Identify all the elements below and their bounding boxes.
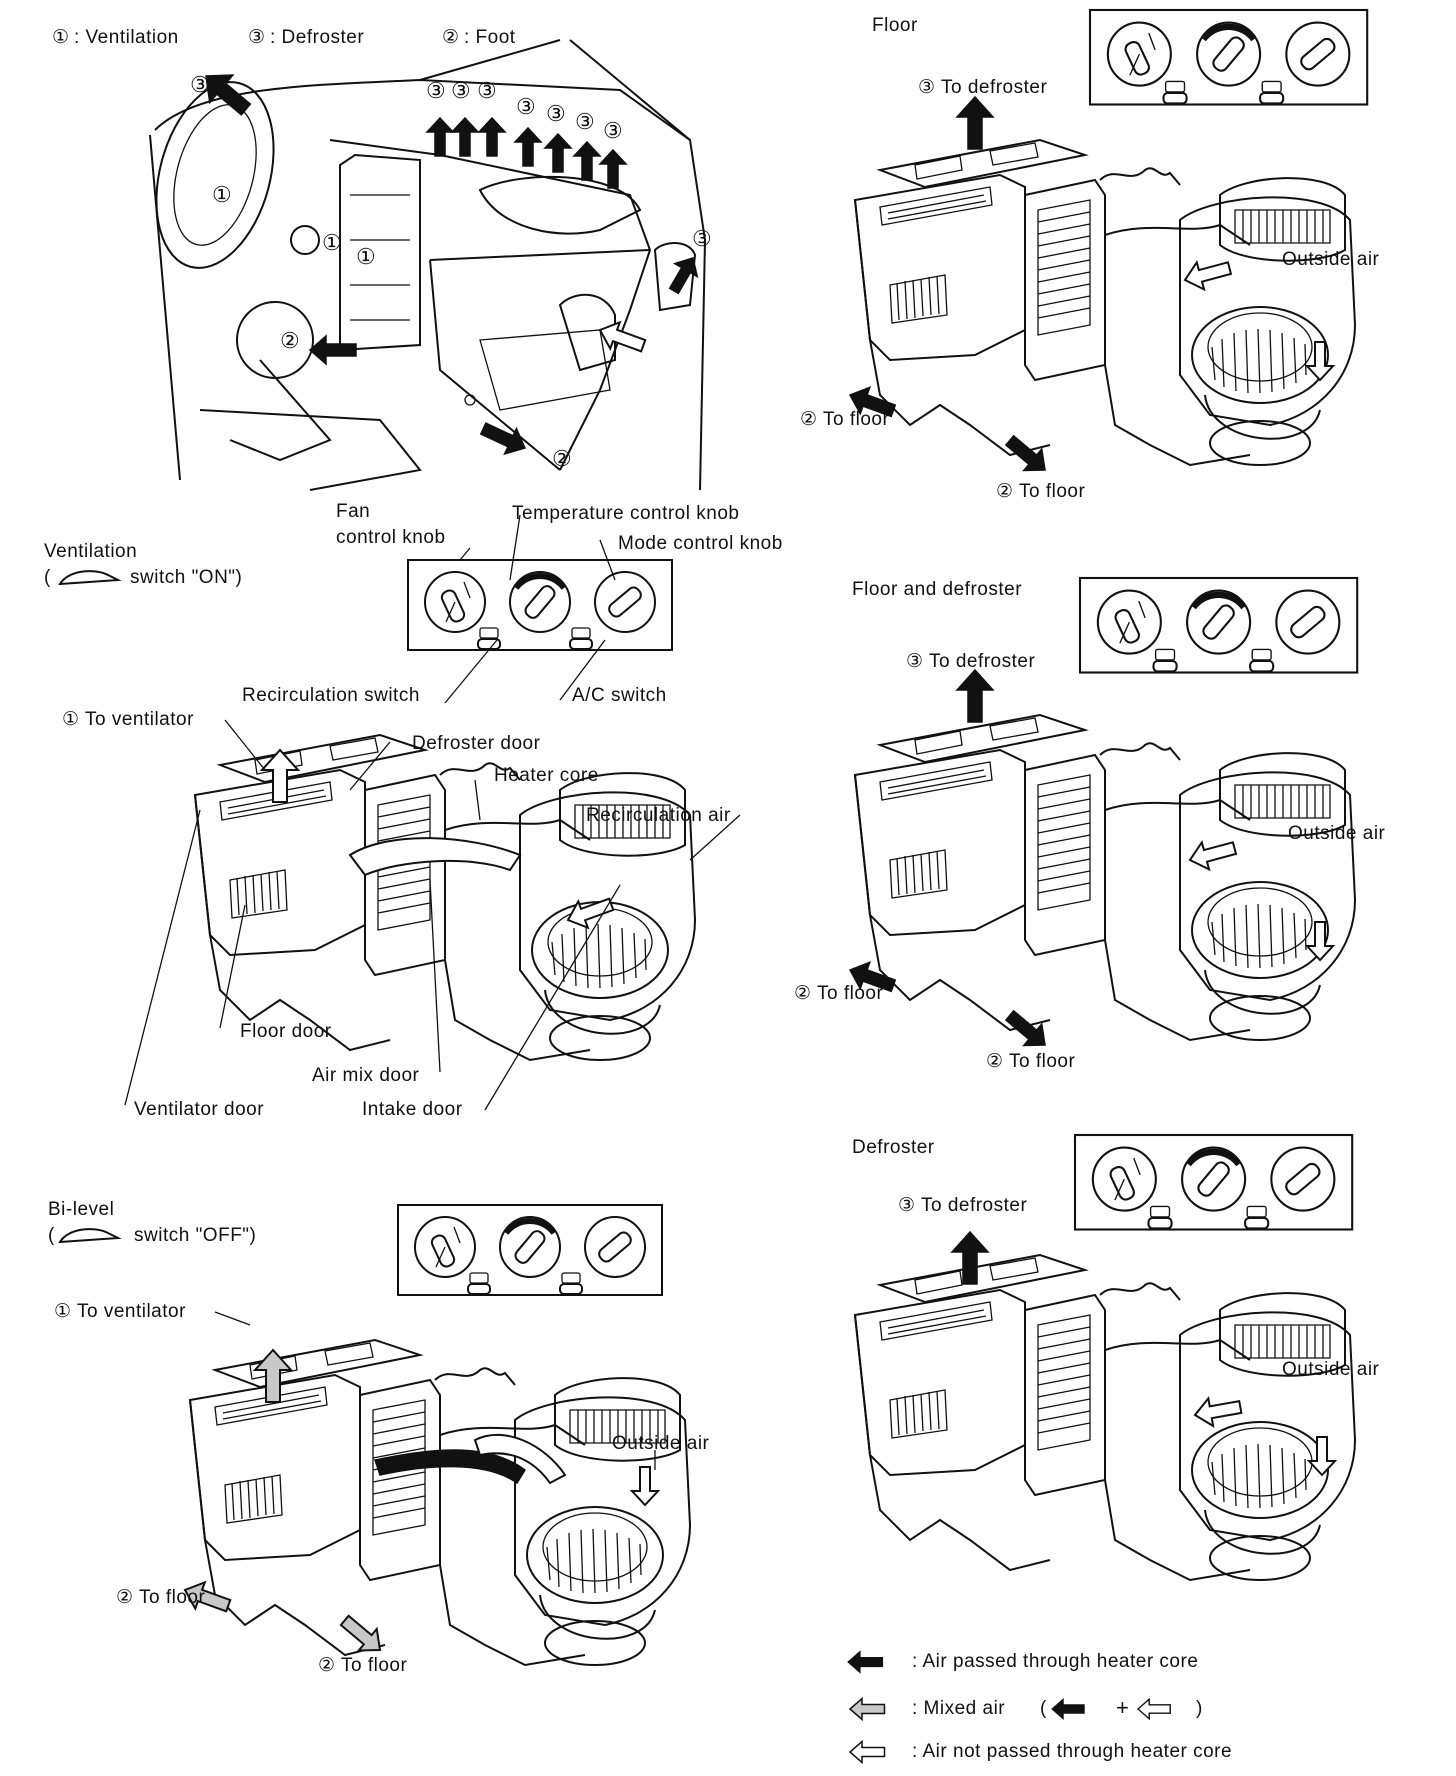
leader-line-bilevel	[214, 1311, 656, 1470]
legend-ventilation: : Ventilation	[74, 27, 179, 48]
ventilation-unit	[194, 734, 696, 1061]
defroster-outside-air-label: Outside air	[1282, 1359, 1380, 1380]
floor-to-floor-label-2: ② To floor	[996, 481, 1086, 502]
defroster-title: Defroster	[852, 1137, 935, 1158]
fan-control-knob-label: Fan	[336, 501, 371, 522]
bilevel-switch-open: (	[48, 1225, 55, 1246]
callout-defroster: ③	[575, 109, 596, 134]
defroster-to-defroster-label: ③ To defroster	[898, 1195, 1028, 1216]
legend-mixed-air-label: : Mixed air	[912, 1698, 1006, 1719]
legend-defroster: : Defroster	[270, 27, 365, 48]
legend-num-3: ③	[248, 27, 266, 48]
defroster-unit	[854, 1231, 1356, 1581]
recirculation-switch-label: Recirculation switch	[242, 685, 420, 706]
callout-foot: ②	[280, 328, 301, 353]
legend-not-heater-core-label: : Air not passed through heater core	[912, 1741, 1233, 1762]
callout-defroster: ③	[190, 72, 211, 97]
floor-defroster-title: Floor and defroster	[852, 579, 1023, 600]
callout-foot: ②	[552, 446, 573, 471]
callout-defroster: ③	[546, 101, 567, 126]
defroster-panel	[1075, 1135, 1352, 1230]
floor-to-floor-label: ② To floor	[800, 409, 890, 430]
floor-defroster-panel	[1080, 578, 1357, 673]
legend-mixed-paren-close: )	[1196, 1698, 1203, 1719]
legend-num-1: ①	[52, 27, 70, 48]
callout-defroster: ③	[692, 226, 713, 251]
bilevel-to-floor-label-2: ② To floor	[318, 1655, 408, 1676]
ventilator-door-label: Ventilator door	[134, 1099, 265, 1120]
bilevel-to-floor-label: ② To floor	[116, 1587, 206, 1608]
bilevel-switch-state: switch "OFF")	[134, 1225, 257, 1246]
floor-unit	[844, 96, 1356, 482]
floor-title: Floor	[872, 15, 918, 36]
bilevel-outside-air-label: Outside air	[612, 1433, 710, 1454]
callout-defroster: ③	[426, 78, 447, 103]
heater-core-label: Heater core	[494, 765, 599, 786]
callout-defroster: ③	[516, 94, 537, 119]
intake-door-label: Intake door	[362, 1099, 463, 1120]
legend-num-2: ②	[442, 27, 460, 48]
floor-defroster-outside-air-label: Outside air	[1288, 823, 1386, 844]
legend-mixed-plus: +	[1116, 1695, 1130, 1720]
legend-mixed-paren-open: (	[1040, 1698, 1047, 1719]
leader-lines-ventilation	[444, 514, 616, 704]
callout-ventilation: ①	[356, 244, 377, 269]
recirculation-air-label: Recirculation air	[586, 805, 731, 826]
dashboard-illustration	[149, 39, 707, 491]
bilevel-to-ventilator-label: ① To ventilator	[54, 1301, 186, 1322]
floor-to-defroster-label: ③ To defroster	[918, 77, 1048, 98]
temperature-control-knob-label: Temperature control knob	[512, 503, 740, 524]
floor-outside-air-label: Outside air	[1282, 249, 1380, 270]
defroster-door-label: Defroster door	[412, 733, 541, 754]
legend-foot: : Foot	[464, 27, 516, 48]
ac-switch-label: A/C switch	[572, 685, 667, 706]
legend-heater-core-label: : Air passed through heater core	[912, 1651, 1199, 1672]
bilevel-title: Bi-level	[48, 1199, 115, 1220]
fan-control-knob-label-2: control knob	[336, 527, 446, 548]
mode-control-knob-label: Mode control knob	[618, 533, 783, 554]
bilevel-unit	[179, 1339, 691, 1666]
callout-defroster: ③	[603, 118, 624, 143]
ventilation-panel	[408, 560, 672, 650]
recirc-switch-symbol	[58, 570, 122, 1244]
floor-defroster-unit	[844, 669, 1356, 1057]
floor-door-label: Floor door	[240, 1021, 332, 1042]
floor-defroster-to-defroster-label: ③ To defroster	[906, 651, 1036, 672]
to-ventilator-label: ① To ventilator	[62, 709, 194, 730]
air-mix-door-label: Air mix door	[312, 1065, 420, 1086]
bilevel-panel	[398, 1205, 662, 1295]
callout-ventilation: ①	[212, 182, 233, 207]
callout-ventilation: ①	[322, 230, 343, 255]
callout-defroster: ③	[477, 78, 498, 103]
floor-defroster-to-floor-label-2: ② To floor	[986, 1051, 1076, 1072]
leader-lines-ventilation-unit	[124, 719, 741, 1111]
callout-defroster: ③	[451, 78, 472, 103]
ventilation-switch-open: (	[44, 567, 51, 588]
floor-defroster-to-floor-label: ② To floor	[794, 983, 884, 1004]
ventilation-switch-state: switch "ON")	[130, 567, 243, 588]
ventilation-title: Ventilation	[44, 541, 138, 562]
floor-panel	[1090, 10, 1367, 104]
